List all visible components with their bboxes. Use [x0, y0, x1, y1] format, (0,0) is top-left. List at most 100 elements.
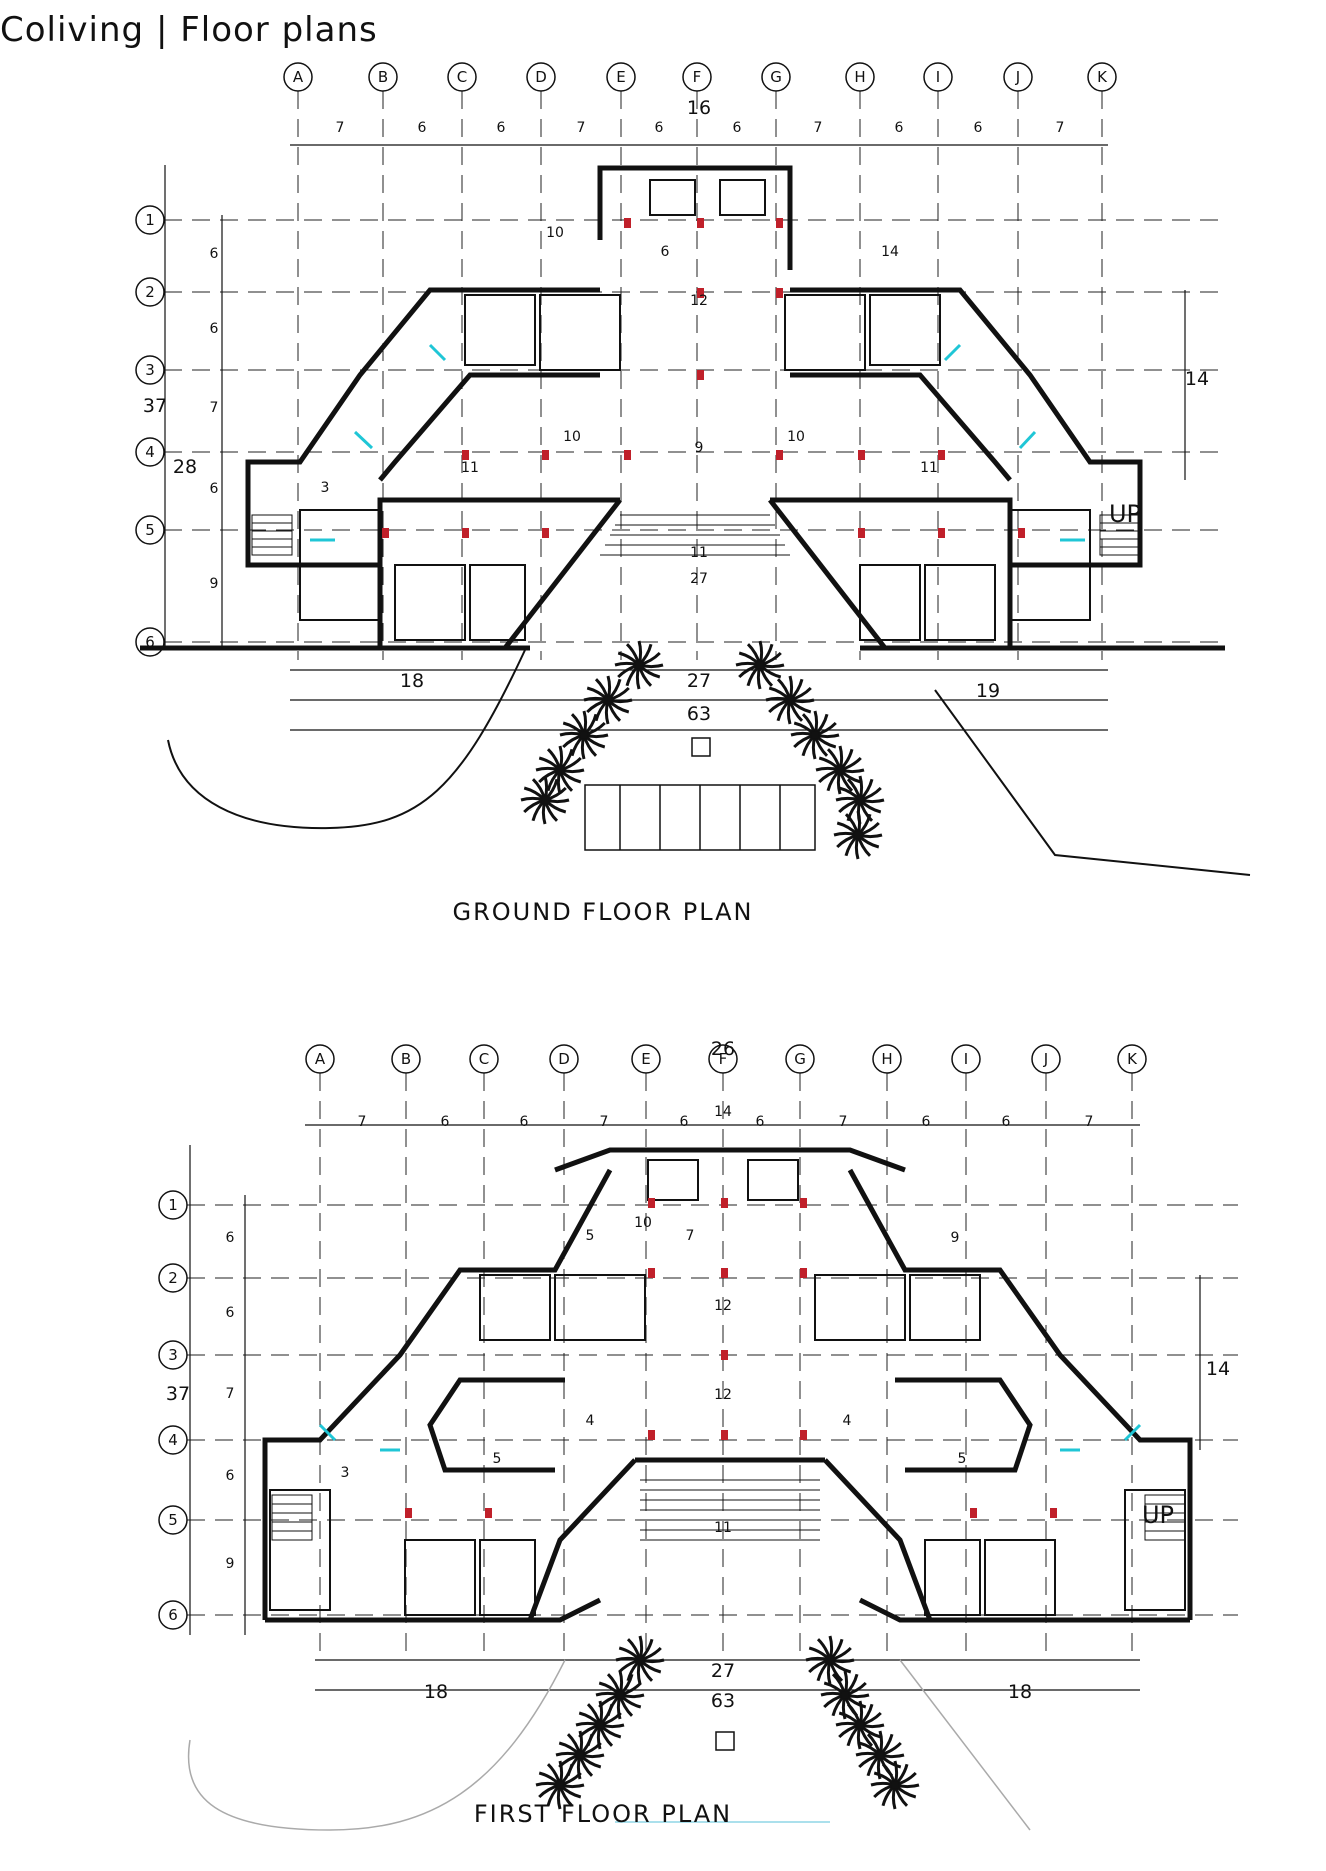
column-grid-label: D: [558, 1050, 570, 1068]
room-dimension: 12: [690, 293, 708, 309]
stair-up-label: UP: [1142, 1501, 1174, 1529]
stair-up-label: UP: [1109, 500, 1141, 528]
ground-central-stairs: [600, 514, 790, 556]
page-title: Coliving | Floor plans: [0, 10, 378, 50]
column-grid-bubble: [631, 1044, 661, 1074]
palm-tree-icon: [595, 1670, 645, 1720]
column-grid-bubble: [761, 62, 791, 92]
overall-left-dimension: 37: [143, 395, 167, 417]
room-dimension: 4: [843, 1413, 852, 1429]
column-grid-bubble: [549, 1044, 579, 1074]
top-dimension: 7: [814, 120, 823, 136]
column-grid-bubble: [845, 62, 875, 92]
palm-tree-icon: [615, 1635, 665, 1685]
palm-tree-icon: [805, 1635, 855, 1685]
room-dimension: 27: [690, 571, 708, 587]
top-total-dimension: 26: [711, 1038, 735, 1060]
top-dimension: 6: [680, 1114, 689, 1130]
room-dimension: 10: [546, 225, 564, 241]
top-dimension: 7: [336, 120, 345, 136]
left-dimension: 7: [210, 400, 219, 416]
first-central-stairs: [640, 1479, 820, 1541]
ground-site-roads: [167, 649, 1251, 876]
column-grid-bubble: [368, 62, 398, 92]
palm-tree-icon: [790, 710, 840, 760]
top-dimension: 7: [600, 1114, 609, 1130]
column-grid-bubble: [785, 1044, 815, 1074]
row-grid-label: 4: [145, 443, 155, 461]
right-dimension: 14: [1206, 1358, 1230, 1380]
row-grid-label: 5: [145, 521, 155, 539]
room-dimension: 10: [787, 429, 805, 445]
row-grid-bubble: [135, 515, 165, 545]
palm-tree-icon: [820, 1670, 870, 1720]
left-dimension: 6: [210, 481, 219, 497]
column-grid-bubble: [951, 1044, 981, 1074]
column-grid-bubble: [391, 1044, 421, 1074]
ground-building-walls: [140, 165, 1225, 651]
column-grid-label: D: [535, 68, 547, 86]
top-dimension: 6: [418, 120, 427, 136]
bottom-left-dimension: 18: [400, 670, 424, 692]
bottom-center-dimension: 27: [687, 670, 711, 692]
column-grid-bubble: [682, 62, 712, 92]
column-grid-bubble: [283, 62, 313, 92]
ground-structural-columns: [382, 218, 1025, 538]
top-dimension: 7: [1085, 1114, 1094, 1130]
top-dimension: 6: [922, 1114, 931, 1130]
ground-entrance-canopy: [584, 737, 816, 851]
top-dimension: 6: [974, 120, 983, 136]
ground-row-grid: 12 3 4 5 6: [135, 205, 1222, 657]
column-grid-bubble: [923, 62, 953, 92]
first-site-roads: [187, 1659, 1031, 1831]
top-dimension: 6: [733, 120, 742, 136]
ground-side-stairs: [251, 514, 1141, 556]
top-center-dimension: 14: [714, 1104, 732, 1120]
top-dimension: 6: [1002, 1114, 1011, 1130]
column-grid-label: E: [616, 68, 625, 86]
top-dimension: 7: [1056, 120, 1065, 136]
first-structural-columns: [405, 1198, 1057, 1518]
top-dimension: 7: [577, 120, 586, 136]
overall-left-dimension: 37: [166, 1383, 190, 1405]
row-grid-bubble: [158, 1190, 188, 1220]
room-dimension: 11: [920, 460, 938, 476]
top-dimension: 7: [839, 1114, 848, 1130]
top-dimension: 6: [520, 1114, 529, 1130]
room-dimension: 10: [634, 1215, 652, 1231]
row-grid-label: 3: [168, 1346, 178, 1364]
row-grid-label: 2: [168, 1269, 178, 1287]
ground-palm-trees: [520, 640, 885, 860]
room-dimension: 11: [714, 1520, 732, 1536]
column-grid-bubble: [1117, 1044, 1147, 1074]
palm-tree-icon: [535, 1760, 585, 1810]
first-entrance-marker: [715, 1731, 735, 1751]
top-dimension: 6: [655, 120, 664, 136]
room-dimension: 9: [951, 1230, 960, 1246]
palm-tree-icon: [815, 745, 865, 795]
column-grid-bubble: [872, 1044, 902, 1074]
left-dimension: 9: [226, 1556, 235, 1572]
room-dimension: 12: [714, 1298, 732, 1314]
room-dimension: 3: [321, 480, 330, 496]
left-dimension: 6: [226, 1230, 235, 1246]
left-dimension: 6: [210, 246, 219, 262]
column-grid-bubble: [1031, 1044, 1061, 1074]
row-grid-bubble: [158, 1340, 188, 1370]
column-grid-label: C: [479, 1050, 489, 1068]
row-grid-bubble: [158, 1425, 188, 1455]
palm-tree-icon: [735, 640, 785, 690]
top-dimension: 6: [441, 1114, 450, 1130]
column-grid-label: G: [770, 68, 782, 86]
palm-tree-icon: [835, 1700, 885, 1750]
column-grid-label: A: [293, 68, 304, 86]
column-grid-label: A: [315, 1050, 326, 1068]
column-grid-label: F: [693, 68, 702, 86]
